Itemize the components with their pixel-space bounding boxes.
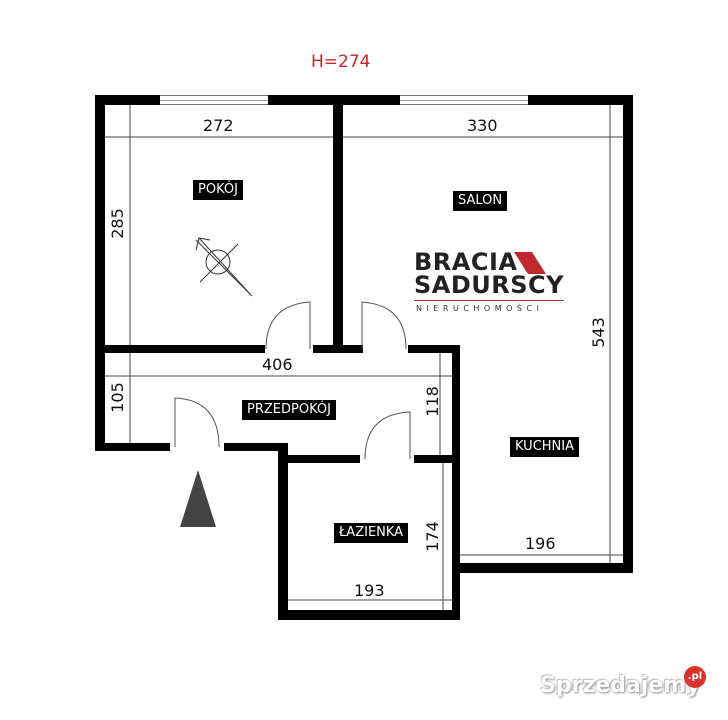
dim-salon-length: 543 [588, 317, 608, 348]
wall-hall-bottom-right2 [414, 455, 460, 463]
door-bathroom-icon [364, 411, 411, 460]
wall-hall-bottom-mid [224, 443, 288, 451]
wall-hall-bottom-right1 [278, 455, 360, 463]
entrance-arrow-icon [180, 470, 216, 527]
wall-bathroom-right [452, 450, 460, 620]
room-label-lazienka: ŁAZIENKA [334, 523, 409, 543]
wall-bathroom-bottom [278, 610, 460, 620]
dim-pokoj-width: 272 [203, 116, 234, 135]
dim-przedpokoj-length2: 118 [422, 386, 442, 417]
watermark-badge: .pl [684, 666, 706, 688]
wall-hall-top-left [95, 345, 265, 353]
dim-salon-width: 330 [467, 116, 498, 135]
brand-logo: BRACIA SADURSCY NIERUCHOMOŚCI [414, 250, 574, 320]
logo-subtitle: NIERUCHOMOŚCI [416, 304, 544, 313]
room-label-salon: SALON [453, 191, 508, 211]
door-entrance-icon [174, 397, 220, 448]
room-label-przedpokoj: PRZEDPOKÓJ [242, 400, 336, 420]
logo-line1: BRACIA [414, 248, 518, 276]
door-salon-icon [361, 301, 407, 350]
watermark-text: Sprzedajemy [540, 673, 701, 698]
wall-left [95, 95, 105, 450]
dim-lazienka-width: 193 [354, 581, 385, 600]
door-pokoj-icon [265, 301, 311, 350]
dim-kuchnia-width: 196 [525, 534, 556, 553]
dim-pokoj-length: 285 [107, 208, 127, 239]
wall-bathroom-left [278, 450, 288, 620]
wall-hall-top-right [408, 345, 460, 353]
dim-przedpokoj-length: 105 [107, 382, 127, 413]
dim-lazienka-length: 174 [422, 521, 442, 552]
wall-hall-top-mid [313, 345, 363, 353]
logo-rule [414, 300, 564, 301]
logo-line2: SADURSCY [414, 271, 565, 299]
wall-hall-bottom-left [95, 443, 170, 451]
wall-right [623, 95, 633, 573]
room-label-pokoj: POKÓJ [193, 180, 243, 200]
window-salon [400, 95, 528, 105]
north-arrow-icon [195, 237, 253, 297]
ceiling-height-label: H=274 [311, 52, 371, 72]
logo-accent-icon [514, 252, 546, 274]
dim-przedpokoj-width: 406 [262, 355, 293, 374]
wall-pokoj-salon [333, 95, 343, 353]
wall-bottom-kitchen [455, 563, 633, 573]
window-pokoj [160, 95, 268, 105]
room-label-kuchnia: KUCHNIA [510, 437, 579, 457]
